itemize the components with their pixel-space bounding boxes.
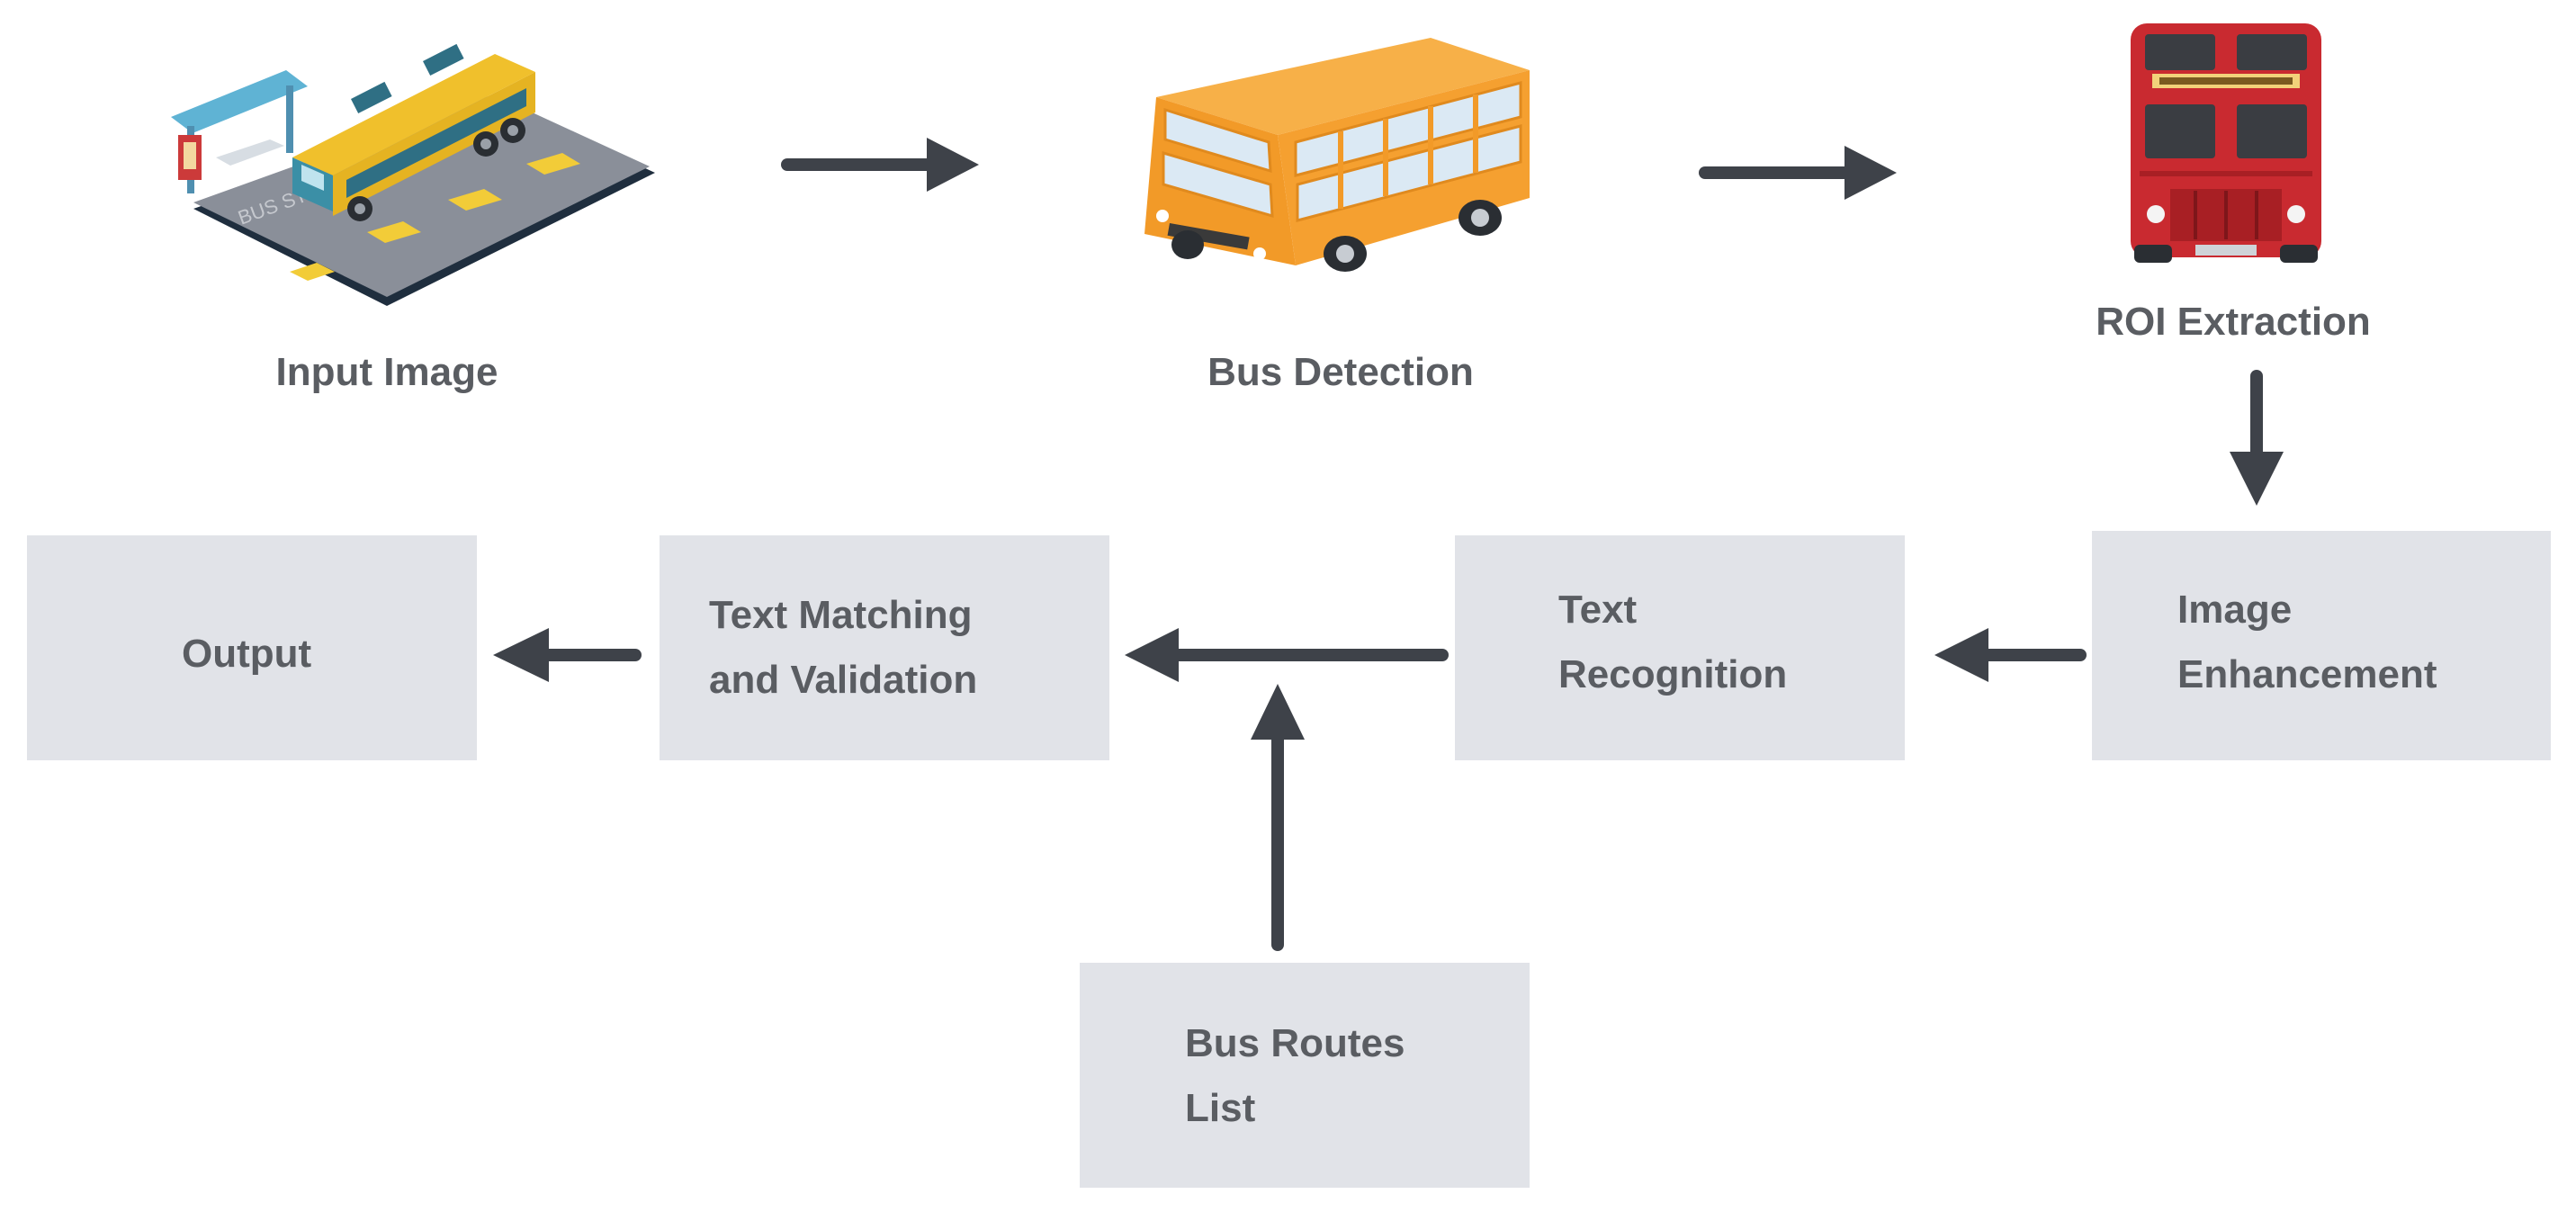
orange-bus-icon	[1144, 38, 1530, 272]
text-recognition-box: Text Recognition	[1455, 535, 1905, 760]
roi-extraction-label: ROI Extraction	[2096, 300, 2371, 344]
arrow-routes-to-matching	[1251, 684, 1305, 951]
text-matching-line-2: and Validation	[709, 658, 977, 702]
red-double-decker-icon	[2131, 23, 2321, 263]
arrow-detection-to-roi	[1699, 146, 1897, 200]
bus-routes-box: Bus Routes List	[1080, 963, 1530, 1188]
input-image-label: Input Image	[276, 350, 498, 394]
arrow-recognition-to-matching	[1125, 628, 1449, 682]
bus-routes-line-2: List	[1185, 1086, 1256, 1130]
text-recognition-line-1: Text	[1558, 588, 1638, 632]
image-enhancement-line-2: Enhancement	[2177, 652, 2437, 696]
arrow-matching-to-output	[493, 628, 642, 682]
output-box: Output	[27, 535, 477, 760]
image-enhancement-box: Image Enhancement	[2092, 531, 2551, 760]
bus-routes-line-1: Bus Routes	[1185, 1021, 1405, 1065]
image-enhancement-line-1: Image	[2177, 588, 2292, 632]
arrow-enhancement-to-recognition	[1934, 628, 2087, 682]
arrow-input-to-detection	[781, 138, 979, 192]
text-matching-line-1: Text Matching	[709, 593, 973, 637]
arrow-roi-to-enhancement	[2230, 370, 2284, 506]
output-label: Output	[182, 632, 312, 676]
bus-detection-label: Bus Detection	[1207, 350, 1474, 394]
bus-stop-scene-icon: BUS STOP	[171, 43, 655, 306]
text-recognition-line-2: Recognition	[1558, 652, 1787, 696]
text-matching-box: Text Matching and Validation	[660, 535, 1109, 760]
